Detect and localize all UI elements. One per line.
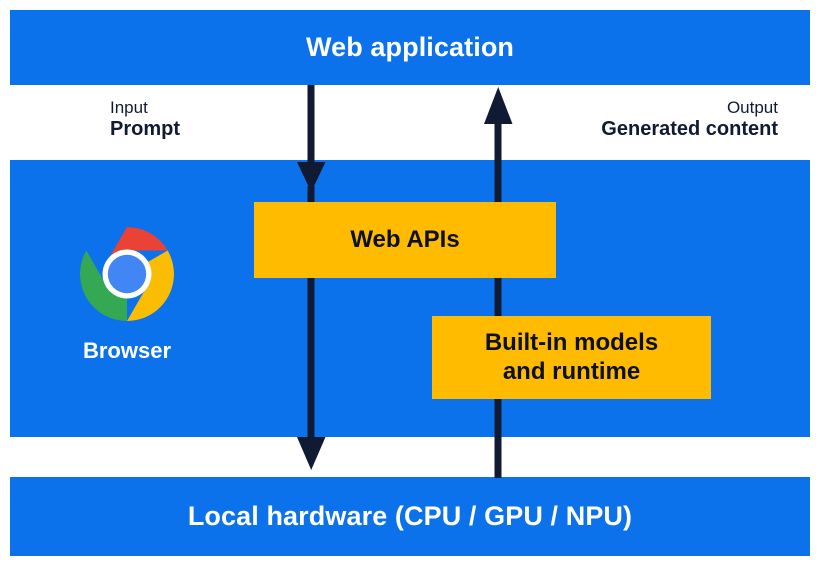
web-application-layer: Web application	[10, 10, 810, 85]
builtin-models-label-line2: and runtime	[502, 357, 641, 385]
output-value-label: Generated content	[601, 118, 778, 141]
chrome-red-wedge	[106, 226, 168, 263]
chrome-logo-icon	[80, 226, 174, 322]
chrome-yellow-wedge	[127, 250, 174, 322]
web-application-title: Web application	[305, 32, 515, 62]
builtin-models-component: Built-in models and runtime	[432, 316, 711, 399]
browser-layer-label: Browser	[82, 338, 172, 363]
output-kind-label: Output	[726, 98, 778, 117]
local-hardware-layer: Local hardware (CPU / GPU / NPU)	[10, 477, 810, 556]
web-apis-label: Web APIs	[350, 225, 460, 253]
builtin-models-label-line1: Built-in models	[484, 328, 659, 356]
chrome-blue-center	[107, 254, 147, 294]
output-flow-label: Output Generated content	[601, 98, 778, 142]
browser-badge: Browser	[72, 226, 182, 364]
chrome-green-wedge	[80, 250, 127, 322]
input-value-label: Prompt	[110, 118, 180, 141]
local-hardware-title: Local hardware (CPU / GPU / NPU)	[187, 501, 633, 531]
web-apis-component: Web APIs	[254, 202, 556, 278]
input-kind-label: Input	[110, 98, 148, 117]
input-flow-label: Input Prompt	[110, 98, 180, 142]
builtin-models-label: Built-in models and runtime	[485, 329, 658, 387]
